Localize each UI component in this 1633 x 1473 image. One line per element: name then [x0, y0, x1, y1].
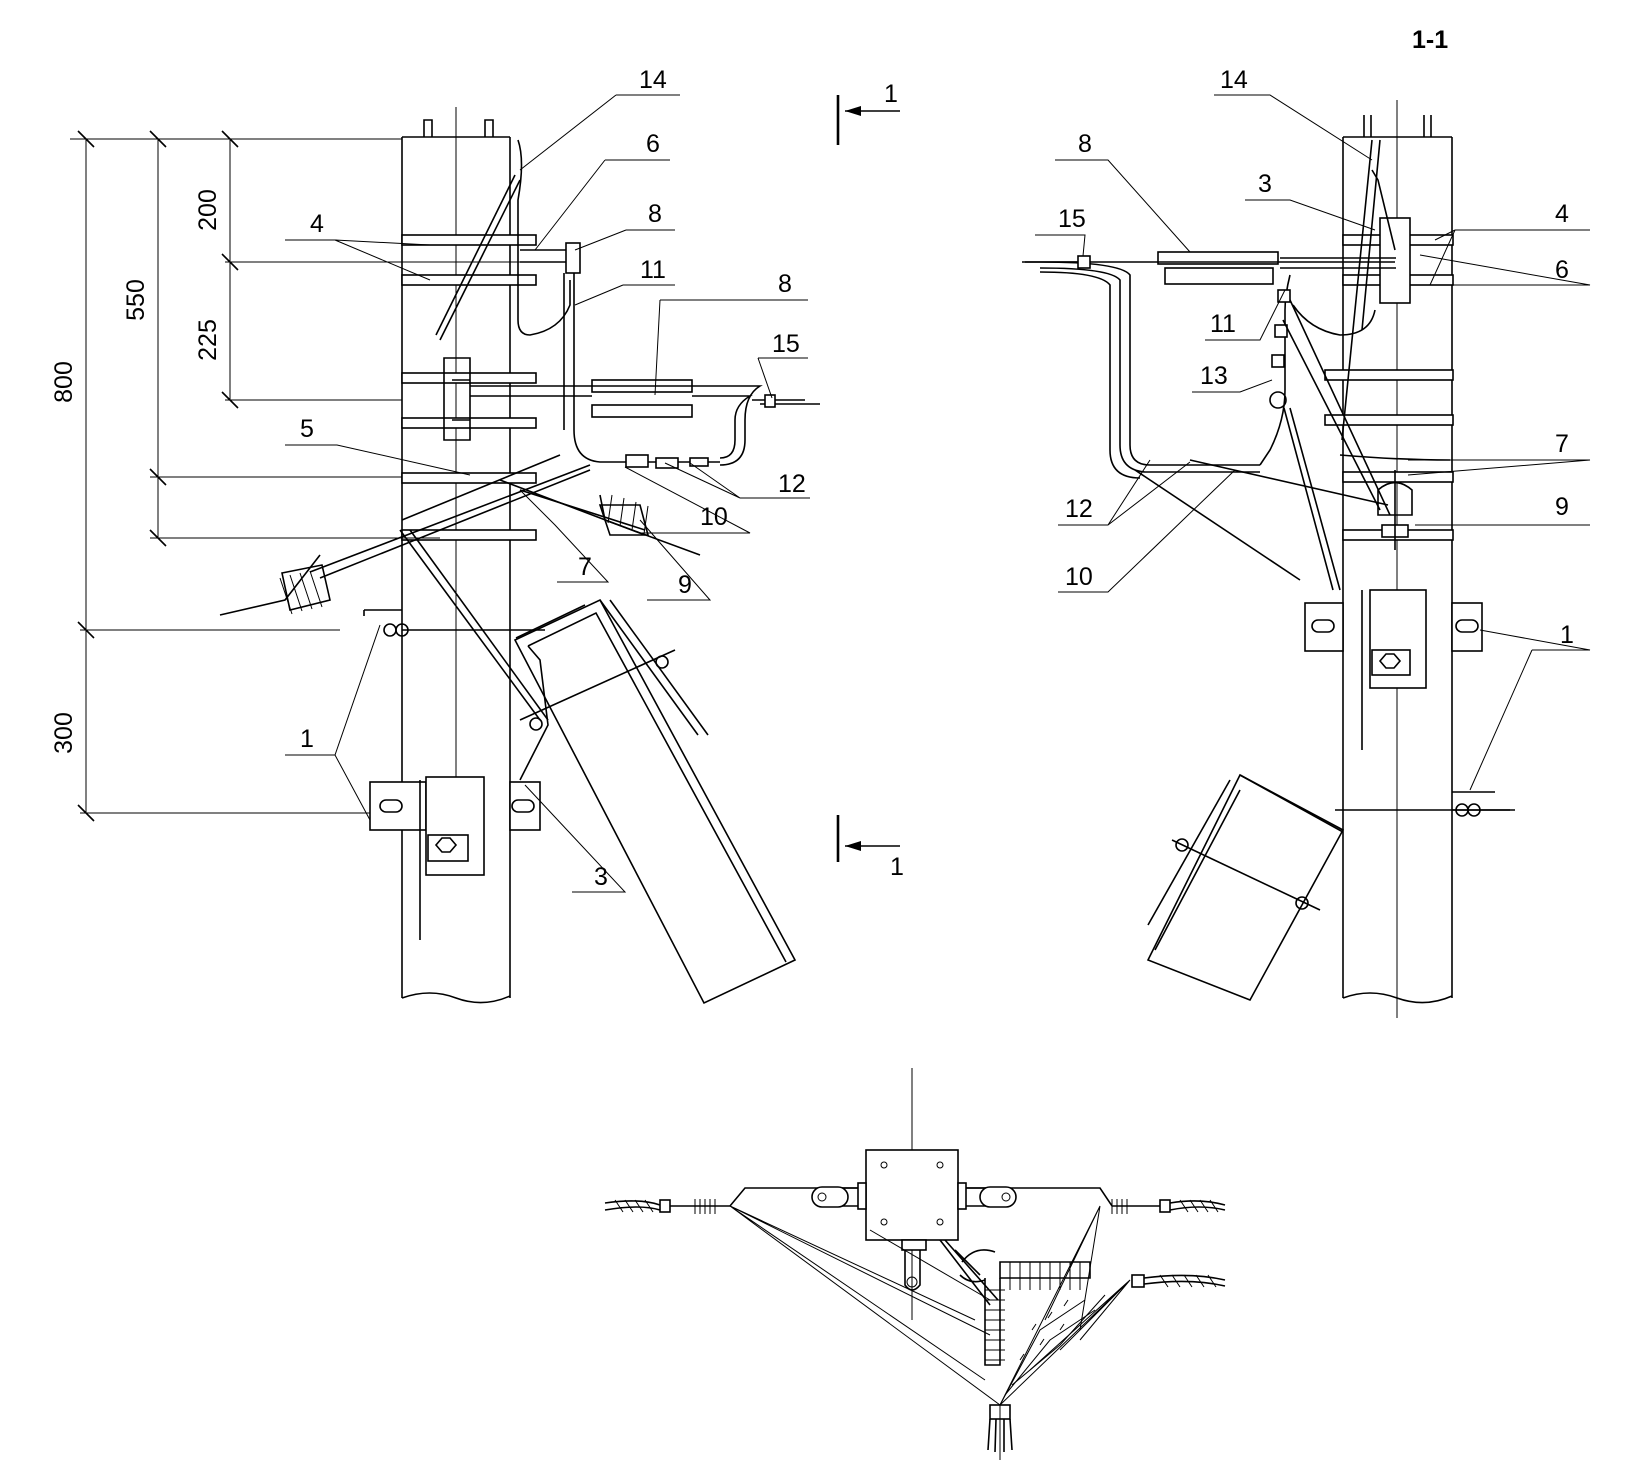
callout-left-3: 3 — [594, 863, 608, 891]
dim-225: 225 — [194, 319, 222, 361]
callout-left-9: 9 — [678, 571, 692, 599]
callout-left-15: 15 — [772, 330, 800, 358]
callout-right-4: 4 — [1555, 200, 1569, 228]
callout-left-4: 4 — [310, 210, 324, 238]
callout-right-15: 15 — [1058, 205, 1086, 233]
dim-800: 800 — [50, 361, 78, 403]
band-clamps-left — [401, 234, 537, 541]
left-view — [219, 95, 900, 1005]
callout-left-7: 7 — [578, 553, 592, 581]
crossarm-left — [513, 598, 797, 1005]
right-leaders — [1035, 94, 1591, 791]
callout-left-10: 10 — [700, 503, 728, 531]
callout-left-11: 11 — [640, 256, 666, 284]
dim-200: 200 — [194, 189, 222, 231]
callout-right-1: 1 — [1560, 621, 1574, 649]
callout-left-1: 1 — [300, 725, 314, 753]
insulator-left — [219, 554, 331, 616]
callout-left-6: 6 — [646, 130, 660, 158]
insulator-right — [598, 494, 701, 556]
callout-left-8a: 8 — [648, 200, 662, 228]
left-leaders — [285, 94, 810, 893]
section-marker-top: 1 — [884, 80, 898, 108]
callout-left-14: 14 — [639, 66, 667, 94]
callout-right-9: 9 — [1555, 493, 1569, 521]
section-marker-bottom: 1 — [890, 853, 904, 881]
dim-300: 300 — [50, 712, 78, 754]
right-view — [1022, 100, 1515, 1018]
callout-left-8b: 8 — [778, 270, 792, 298]
callout-right-10: 10 — [1065, 563, 1093, 591]
callout-right-11: 11 — [1210, 310, 1236, 338]
callout-left-12: 12 — [778, 470, 806, 498]
callout-left-5: 5 — [300, 415, 314, 443]
section-title: 1-1 — [1412, 26, 1448, 54]
dimension-lines — [70, 130, 530, 822]
dim-550: 550 — [122, 279, 150, 321]
callout-right-13: 13 — [1200, 362, 1228, 390]
callout-right-7: 7 — [1555, 430, 1569, 458]
callout-right-14: 14 — [1220, 66, 1248, 94]
callout-right-12: 12 — [1065, 495, 1093, 523]
callout-right-3: 3 — [1258, 170, 1272, 198]
callout-right-8: 8 — [1078, 130, 1092, 158]
callout-right-6: 6 — [1555, 256, 1569, 284]
plan-view — [604, 1068, 1226, 1460]
